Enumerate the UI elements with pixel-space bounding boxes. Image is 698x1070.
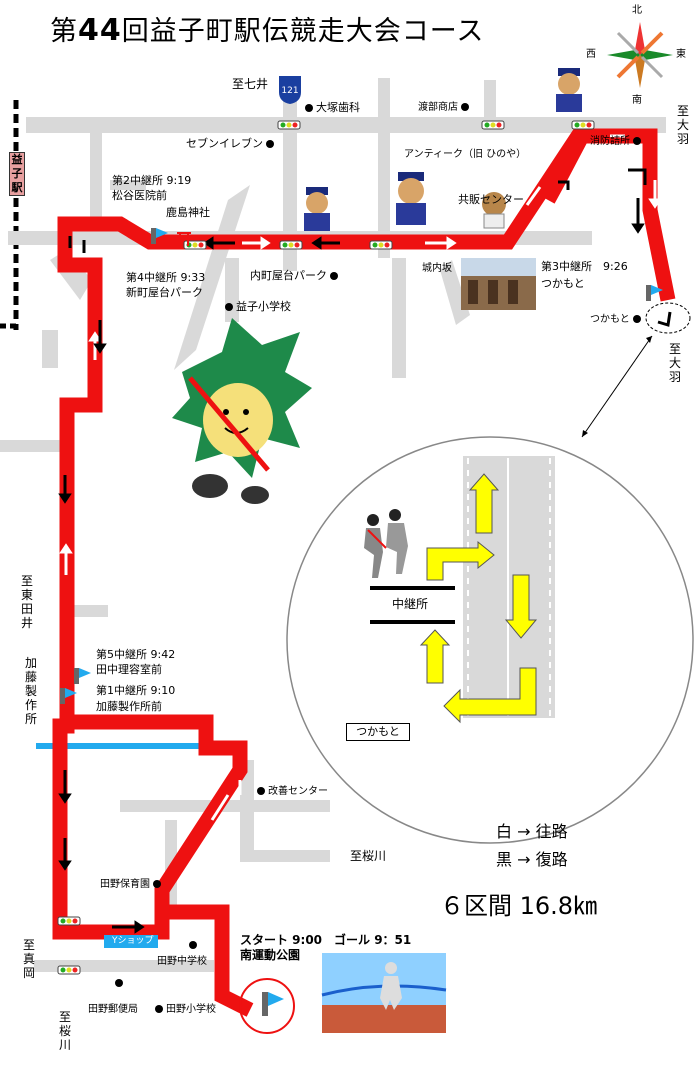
relay-zone-label: 中継所 [392, 597, 429, 611]
flag-start-icon [262, 992, 284, 1016]
compass-south: 南 [632, 95, 642, 106]
dentist-label: 大塚歯科 [302, 101, 360, 114]
tano-jhs-marker-wrap [186, 938, 200, 951]
start-goal-time: スタート 9:00 ゴール 9：51 [240, 933, 412, 947]
compass-north: 北 [632, 5, 642, 16]
tano-elem-label: 田野小学校 [152, 1003, 216, 1016]
compass-icon [607, 22, 673, 88]
flag-station3-icon [646, 285, 663, 301]
fire-marker [633, 137, 641, 145]
station5-time: 第5中継所 9:42 [96, 648, 176, 661]
uchimachi-label: 内町屋台パーク [250, 269, 341, 282]
to-nanai-label: 至七井 [232, 77, 269, 91]
shop-label: 渡部商店 [418, 101, 472, 114]
mashiko-elem-marker [225, 303, 233, 311]
tano-elem-marker [155, 1005, 163, 1013]
compass-east: 東 [676, 49, 686, 60]
uchimachi-marker [330, 272, 338, 280]
relay-zone-place-box: つかもと [346, 723, 410, 741]
turnaround-marker [645, 302, 691, 334]
to-oba-top-label: 至大羽 [676, 104, 689, 146]
tano-jhs-marker [189, 941, 197, 949]
relay-flags [60, 228, 663, 1016]
to-oba-mid-label: 至大羽 [668, 342, 681, 384]
seven-label: セブンイレブン [186, 137, 277, 150]
post-marker [115, 979, 123, 987]
station4-place: 新町屋台パーク [126, 286, 203, 299]
traffic-lights [57, 120, 595, 975]
flag-station5-icon [74, 668, 91, 684]
station3-place: つかもと [541, 277, 585, 290]
seven-marker [266, 140, 274, 148]
outbound-arrows [59, 134, 662, 821]
relay-zone-diagram [286, 436, 694, 844]
to-higashitai-label: 至東田井 [20, 574, 33, 630]
zoom-pointer-line [581, 335, 653, 438]
station2-place: 松谷医院前 [112, 189, 167, 202]
route-121-badge-icon [279, 76, 301, 104]
shironouchi-photo [461, 258, 536, 310]
to-sakuragawa-bottom-label: 至桜川 [58, 1010, 71, 1052]
station3-time: 第3中継所 9:26 [541, 260, 628, 273]
dentist-marker [305, 104, 313, 112]
total-distance: ６区間 16.8㎞ [440, 892, 598, 920]
flag-station1-icon [60, 688, 77, 704]
goal-photo [321, 953, 447, 1033]
to-maoka-label: 至真岡 [22, 938, 35, 980]
to-sakuragawa-label: 至桜川 [350, 849, 387, 863]
route-121-number: 121 [281, 86, 298, 96]
post-label: 田野郵便局 [88, 1004, 138, 1015]
kato-label: 加藤製作所 [24, 656, 37, 726]
return-arrows [58, 168, 672, 934]
post-marker-wrap [112, 976, 126, 989]
start-circle [239, 978, 295, 1034]
compass-west: 西 [586, 49, 596, 60]
mashiko-station-label: 益子駅 [9, 152, 25, 196]
tano-jhs-label: 田野中学校 [157, 956, 207, 967]
railway [0, 100, 19, 330]
station5-place: 田中理容室前 [96, 663, 162, 676]
runners-icon [364, 509, 408, 578]
flag-station2-icon [151, 228, 168, 244]
page-title: 第44回益子町駅伝競走大会コース [50, 13, 485, 48]
kaizen-marker [257, 787, 265, 795]
torii-icon [177, 232, 191, 246]
police-dog-icon [304, 68, 582, 231]
kaizen-label: 改善センター [254, 785, 328, 798]
kyohan-label: 共販センター [458, 193, 524, 206]
kashima-label: 鹿島神社 [166, 206, 210, 219]
fire-label: 消防詰所 [590, 135, 644, 148]
antique-label: アンティーク（旧 ひのや） [404, 149, 527, 160]
station1-time: 第1中継所 9:10 [96, 684, 176, 697]
mascot-icon [172, 318, 312, 504]
station4-time: 第4中継所 9:33 [126, 271, 206, 284]
nursery-marker [153, 880, 161, 888]
shironouchi-label: 城内坂 [422, 263, 452, 274]
legend-return: 黒 → 復路 [496, 850, 568, 869]
station1-place: 加藤製作所前 [96, 700, 162, 713]
shop-marker [461, 103, 469, 111]
legend-outbound: 白 → 往路 [496, 822, 568, 841]
tsukamoto-small-label: つかもと [590, 313, 644, 326]
start-info: スタート 9:00 ゴール 9：51 南運動公園 [240, 933, 411, 963]
yshop-label: Yショップ [112, 936, 154, 946]
mashiko-elem-label: 益子小学校 [222, 300, 291, 313]
start-location: 南運動公園 [240, 948, 301, 962]
yshop-box [104, 935, 158, 948]
tsukamoto-marker [632, 315, 641, 323]
nursery-label: 田野保育園 [100, 878, 164, 891]
station2-time: 第2中継所 9:19 [112, 174, 192, 187]
